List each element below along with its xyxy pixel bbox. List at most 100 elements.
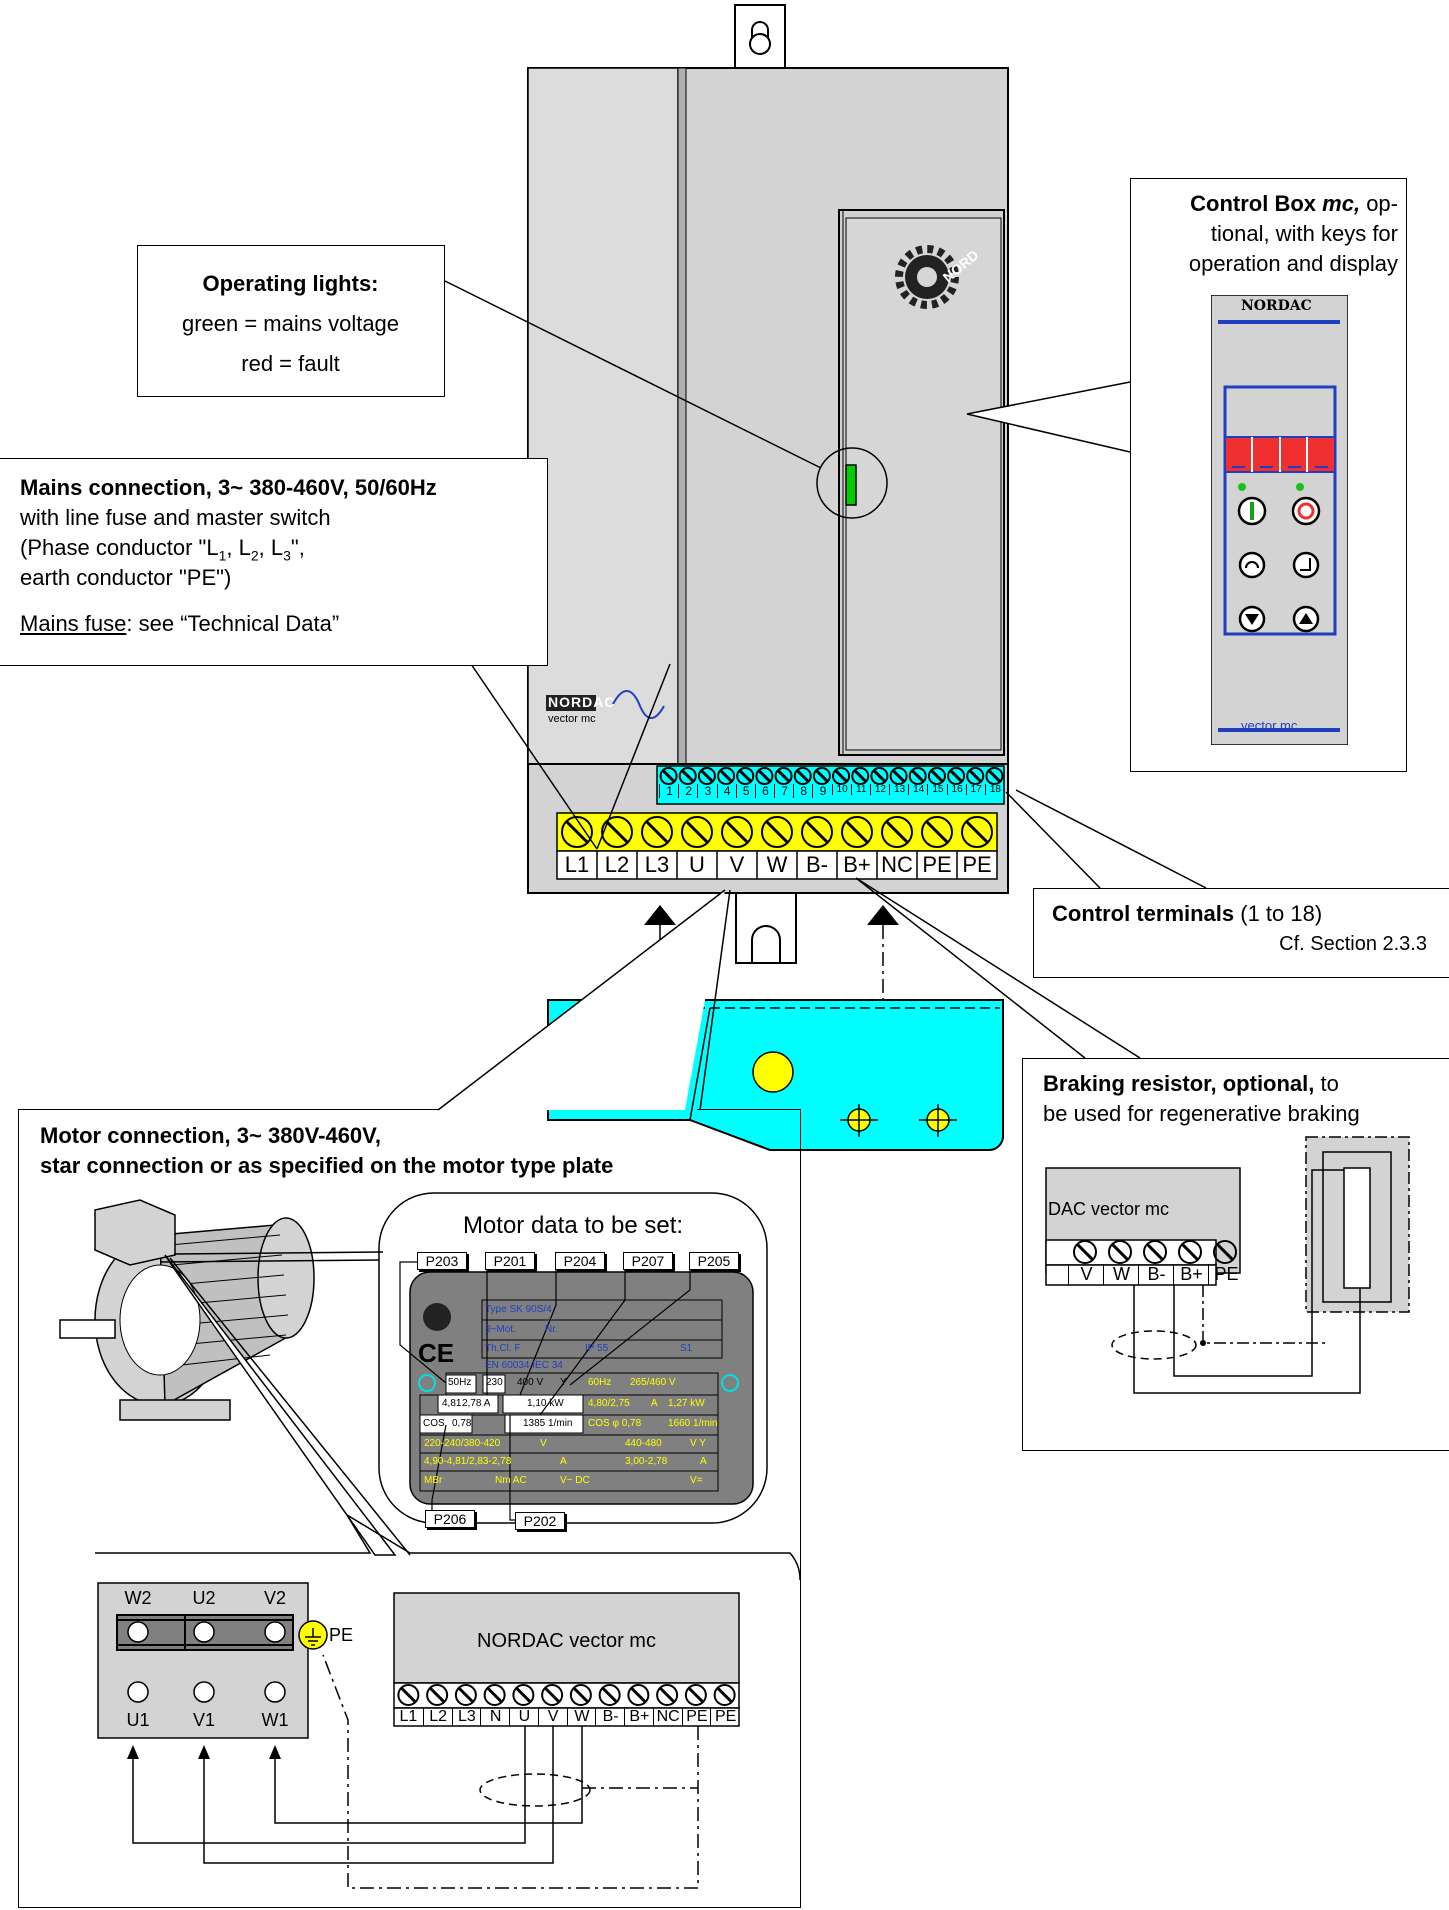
nord-gear-logo	[895, 245, 959, 309]
motor-illustration	[59, 1199, 315, 1421]
power-terminal-label: L2	[604, 852, 630, 877]
power-terminal-screw	[721, 816, 753, 848]
terminal-v2: V2	[263, 1588, 287, 1608]
motor-type-plate: CE	[399, 1261, 754, 1521]
control-box-keypad	[1211, 295, 1348, 745]
control-terminal-screw-slot	[891, 769, 906, 783]
operating-lights-callout: Operating lights: green = mains voltage …	[137, 245, 445, 397]
braking-terminal-screw-slot	[1076, 1243, 1094, 1261]
param-tag-p203: P203	[417, 1252, 467, 1270]
control-terminal-screw	[755, 767, 774, 785]
terminal-pe: PE	[329, 1625, 354, 1645]
type-plate-text: V=	[690, 1475, 703, 1486]
type-plate-text: 220-240/380-420	[424, 1438, 501, 1449]
control-terminal-screw	[717, 767, 736, 785]
motor-inverter-terminal-label: B-	[595, 1708, 625, 1726]
braking-terminal-screw	[1143, 1240, 1167, 1264]
mains-connection-title: Mains connection, 3~ 380-460V, 50/60Hz	[20, 475, 437, 500]
type-plate-text: Type SK 90S/4	[485, 1304, 552, 1315]
control-terminal-screw-slot	[930, 769, 944, 783]
control-terminal-screw-slot	[834, 769, 848, 783]
control-terminal-screw	[908, 767, 927, 785]
type-plate-text: 3~Mot.	[485, 1324, 516, 1335]
control-terminal-screw-slot	[872, 769, 887, 783]
control-box-title: Control Box mc, op-	[1190, 191, 1398, 216]
led-highlight-circle	[816, 447, 888, 519]
control-terminal-number: 17	[965, 784, 986, 795]
power-terminal-screw-slot	[965, 820, 989, 844]
braking-terminal-screw	[1213, 1240, 1237, 1264]
control-terminal-screw	[659, 767, 678, 785]
type-plate-text: Nr.	[545, 1324, 558, 1335]
control-terminal-number: 14	[908, 784, 928, 795]
motor-inverter-terminal-screw-slot	[515, 1686, 532, 1704]
control-terminal-number: 1	[659, 784, 679, 798]
control-terminal-screw	[851, 767, 870, 785]
motor-inverter-terminal-label: V	[537, 1708, 568, 1726]
type-plate-text: 1,27 kW	[668, 1398, 705, 1409]
type-plate-text: 230	[486, 1377, 503, 1388]
braking-terminal-screw	[1178, 1240, 1202, 1264]
mount-arrow-left	[644, 905, 676, 925]
motor-inverter-terminal-screw	[569, 1684, 592, 1706]
motor-inverter-terminal-label: B+	[624, 1708, 654, 1726]
mains-connection-line3: earth conductor "PE")	[20, 565, 232, 590]
motor-inverter-terminal-label: W	[566, 1708, 597, 1726]
braking-terminal-label: B-	[1138, 1264, 1174, 1285]
type-plate-text: Y	[560, 1377, 567, 1388]
power-terminal-screw-slot	[645, 820, 669, 844]
power-terminal-screw-slot	[805, 820, 829, 844]
motor-inverter-terminal-screw	[684, 1684, 707, 1706]
type-plate-text: COS	[423, 1418, 445, 1429]
braking-resistor-drawing	[1045, 1136, 1410, 1394]
operating-lights-green: green = mains voltage	[181, 311, 400, 336]
type-plate-text: 1385 1/min	[523, 1418, 573, 1429]
motor-inverter-label: NORDAC vector mc	[477, 1630, 656, 1652]
type-plate-text: A	[651, 1398, 658, 1409]
control-terminals-ref: Cf. Section 2.3.3	[1279, 933, 1427, 955]
power-terminal-label: B-	[806, 852, 828, 877]
power-terminal-screw-slot	[765, 820, 789, 844]
control-terminal-number: 3	[697, 784, 717, 798]
control-terminal-screw-slot	[815, 769, 829, 783]
motor-inverter-terminal-screw-slot	[687, 1686, 704, 1704]
power-terminal-label: V	[729, 852, 745, 877]
braking-terminal-screw	[1073, 1240, 1097, 1264]
power-terminal-screw	[761, 816, 793, 848]
power-terminal-screw	[921, 816, 953, 848]
control-terminal-screw	[812, 767, 831, 785]
control-terminal-screw-slot	[719, 769, 733, 783]
motor-inverter-terminal-screw-slot	[400, 1686, 417, 1704]
power-terminal-screw	[841, 816, 873, 848]
motor-inverter-terminal-screw	[426, 1684, 449, 1706]
control-terminal-screw-slot	[796, 769, 810, 783]
power-terminal-screw-slot	[845, 820, 869, 844]
control-terminal-number: 6	[754, 784, 775, 798]
terminal-w2: W2	[124, 1588, 152, 1608]
braking-terminal-label: PE	[1208, 1264, 1244, 1285]
power-terminal-screw-slot	[925, 820, 949, 844]
control-terminal-screw	[678, 767, 697, 785]
braking-terminal-screw-slot	[1111, 1243, 1129, 1261]
control-terminal-number: 10	[831, 784, 852, 795]
motor-inverter-terminal-screw	[541, 1684, 564, 1706]
motor-inverter-terminal-label: NC	[652, 1708, 683, 1726]
braking-terminal-screw-slot	[1181, 1243, 1199, 1261]
motor-inverter-terminal-screw	[397, 1684, 420, 1706]
type-plate-text: 50Hz	[448, 1377, 472, 1388]
type-plate-text: V Y	[690, 1438, 706, 1449]
braking-terminal-screw-slot	[1216, 1243, 1234, 1261]
type-plate-text: IP 55	[585, 1343, 609, 1354]
power-terminal-screw-slot	[885, 820, 909, 844]
type-plate-text: 1660 1/min	[668, 1418, 718, 1429]
power-terminal-screw	[881, 816, 913, 848]
terminal-v1: V1	[192, 1710, 216, 1730]
power-terminal-screw	[641, 816, 673, 848]
motor-inverter-terminal-screw-slot	[716, 1686, 733, 1704]
control-box-line3: operation and display	[1188, 251, 1398, 276]
motor-inverter-terminal-label: PE	[710, 1708, 740, 1726]
control-terminal-screw	[947, 767, 966, 785]
motor-inverter-terminal-screw	[454, 1684, 477, 1706]
type-plate-text: A	[560, 1456, 567, 1467]
